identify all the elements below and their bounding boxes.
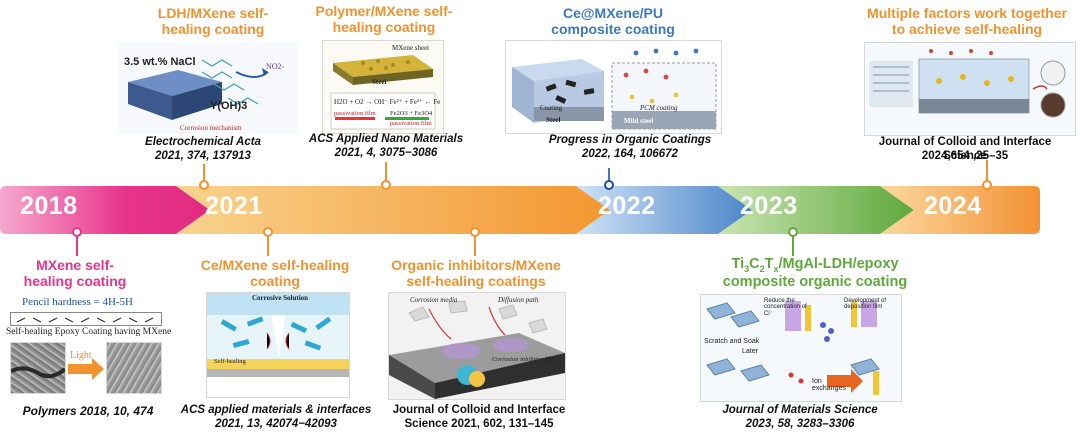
mxene-2018-pencil: Pencil hardness = 4H-5H — [22, 296, 133, 308]
organic-title: Organic inhibitors/MXene self-healing co… — [391, 257, 561, 289]
polymer-label-sheet: MXene sheet — [392, 44, 430, 52]
ldh-mxene-label-nacl: 3.5 wt.% NaCl — [124, 56, 196, 68]
mxene-2018-title: MXene self-healing coating — [23, 257, 127, 289]
year-2024: 2024 — [924, 192, 982, 220]
connector-organic — [474, 236, 476, 256]
ce-pu-label-coating: Coating — [540, 104, 563, 112]
organic-label-media: Corrosion media — [410, 296, 458, 304]
ti-label-scratch: Scratch and Soak — [704, 338, 760, 345]
ti-title-suffix: /MgAl-LDH/epoxy — [778, 256, 899, 272]
polymer-label-eq: H2O + O2 → OH⁻ Fe²⁺ + Fe³⁺ ← Fe — [334, 98, 441, 106]
ce-mxene-figure — [206, 292, 350, 398]
ti-title-sub2: 2 — [759, 263, 765, 274]
multi-journal: Journal of Colloid and Interface Science — [878, 136, 1052, 162]
connector-dot-ldh — [199, 180, 209, 190]
ldh-mxene-journal: Electrochemical Acta — [145, 136, 261, 148]
connector-ti — [792, 236, 794, 256]
ce-mxene-label-sol: Corrosive Solution — [252, 294, 309, 302]
connector-ldh — [203, 164, 205, 184]
ti-figure — [700, 294, 902, 402]
ti-label-reduce: Reduce the concentration of Cl⁻ — [764, 298, 807, 317]
ti-title-line2: composite organic coating — [722, 273, 908, 290]
ti-title-prefix: Ti — [731, 256, 745, 272]
multi-ref: 2024,654 ,25–35 — [921, 150, 1009, 162]
mxene-2018-arrow-head — [92, 358, 104, 380]
connector-dot-polymer — [381, 180, 391, 190]
mxene-2018-strip — [10, 312, 162, 326]
ce-pu-ref: 2022, 164, 106672 — [582, 148, 678, 160]
year-2021: 2021 — [205, 192, 263, 220]
organic-journal: Journal of Colloid and Interface — [392, 404, 566, 416]
mxene-2018-light-label: Light — [70, 350, 92, 361]
connector-ce — [267, 236, 269, 256]
ce-pu-label-steel: Steel — [546, 116, 561, 124]
year-2023: 2023 — [740, 192, 798, 220]
organic-label-path: Diffusion path — [498, 296, 539, 304]
organic-label-film: Corrosion inhibitor film — [492, 356, 555, 363]
ldh-mxene-title: LDH/MXene self-healing coating — [157, 5, 269, 37]
ldh-mxene-label-yoh: Y(OH)3 — [210, 100, 248, 112]
ce-mxene-ref: 2021, 13, 42074−42093 — [215, 418, 337, 430]
mxene-2018-before-image — [10, 342, 66, 394]
connector-dot-ce-pu — [604, 180, 614, 190]
ti-ref: 2023, 58, 3283–3306 — [745, 418, 855, 430]
ce-pu-journal: Progress in Organic Coatings — [548, 134, 712, 146]
year-2022: 2022 — [598, 192, 656, 220]
mxene-2018-after-image — [106, 342, 162, 394]
ti-title: Ti3C2Tx/MgAl-LDH/epoxy composite organic… — [700, 256, 930, 290]
connector-ce-pu — [608, 168, 610, 184]
segment-2023 — [718, 186, 914, 234]
ce-mxene-label-heal: Self-healing — [214, 358, 246, 365]
ti-title-mid1: C — [749, 256, 760, 272]
segment-2024 — [880, 186, 1040, 234]
organic-figure — [388, 292, 566, 400]
polymer-mxene-ref: 2021, 4, 3075−3086 — [334, 147, 438, 159]
year-2018: 2018 — [20, 192, 78, 220]
connector-polymer — [385, 162, 387, 184]
ti-title-sub3: x — [773, 263, 779, 274]
ti-journal: Journal of Materials Science — [722, 404, 878, 416]
ce-mxene-title: Ce/MXene self-healing coating — [200, 257, 350, 289]
segment-2021 — [176, 186, 610, 234]
polymer-label-passiv1: passivation film — [334, 110, 376, 117]
ti-label-later: Later — [742, 348, 758, 355]
mxene-2018-journal: Polymers 2018, 10, 474 — [22, 404, 154, 418]
multi-title: Multiple factors work together to achiev… — [867, 5, 1067, 37]
multi-figure — [864, 42, 1076, 136]
timeline-band — [0, 186, 1040, 234]
ce-pu-figure — [505, 40, 722, 134]
ldh-mxene-ref: 2021, 374, 137913 — [155, 150, 251, 162]
polymer-label-fe: Fe2O3 + Fe3O4 — [390, 110, 433, 117]
polymer-label-passiv2: passivation film — [390, 120, 432, 127]
ti-label-develop: Development of deposition film — [844, 298, 887, 310]
ce-pu-label-pcm: PCM coating — [640, 104, 678, 112]
ti-title-mid2: T — [764, 256, 774, 272]
connector-2018 — [76, 236, 78, 256]
ti-label-ion: Ion exchanges — [812, 378, 846, 392]
ldh-mxene-figure — [118, 42, 298, 134]
ce-pu-label-mild: Mild steel — [624, 117, 654, 125]
segment-2018 — [0, 186, 210, 234]
connector-dot-multi — [982, 180, 992, 190]
mxene-2018-light-arrow — [68, 364, 94, 374]
polymer-mxene-figure — [322, 40, 444, 134]
segment-2022 — [576, 186, 752, 234]
ldh-mxene-label-no2: NO2- — [266, 62, 285, 71]
organic-ref: Science 2021, 602, 131–145 — [404, 418, 554, 430]
ldh-mxene-label-mech: Corrosion mechanism — [180, 124, 242, 132]
polymer-mxene-title: Polymer/MXene self-healing coating — [315, 3, 453, 35]
polymer-label-steel: Steel — [372, 78, 387, 86]
connector-multi — [986, 160, 988, 184]
ce-mxene-journal: ACS applied materials & interfaces — [180, 404, 372, 416]
ti-title-sub1: 3 — [744, 263, 750, 274]
ce-pu-title: Ce@MXene/PU composite coating — [551, 5, 675, 37]
mxene-2018-caption: Self-healing Epoxy Coating having MXene — [6, 327, 172, 337]
polymer-mxene-journal: ACS Applied Nano Materials — [308, 133, 464, 145]
